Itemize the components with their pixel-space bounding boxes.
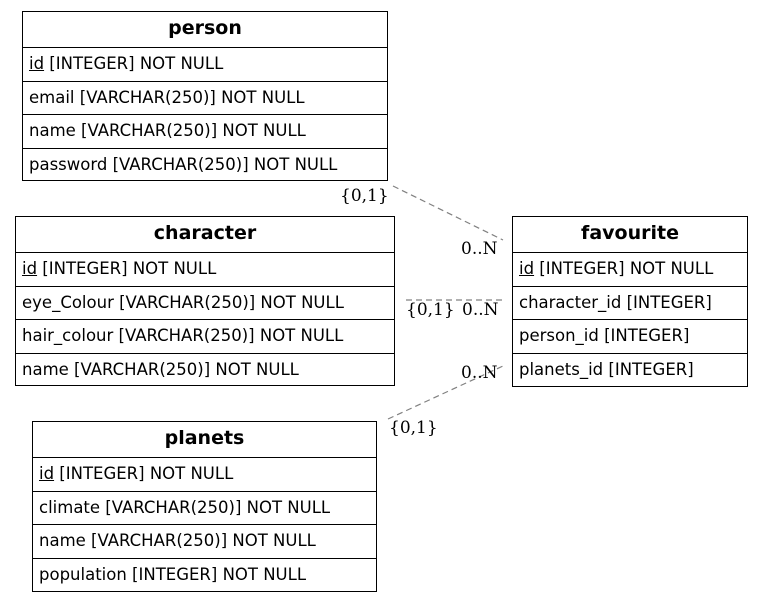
- card-person-to: 0..N: [461, 239, 498, 259]
- pk-field-name: id: [29, 54, 45, 73]
- field-type: [VARCHAR(250)] NOT NULL: [75, 121, 306, 140]
- field-name: name: [22, 359, 69, 379]
- entity-title: planets: [33, 422, 376, 458]
- field-row: hair_colour [VARCHAR(250)] NOT NULL: [16, 320, 394, 354]
- field-row: person_id [INTEGER]: [513, 320, 747, 354]
- field-name: character_id: [519, 292, 622, 312]
- field-type: [INTEGER] NOT NULL: [534, 259, 714, 278]
- entity-character[interactable]: character id [INTEGER] NOT NULL eye_Colo…: [15, 216, 395, 386]
- field-name: password: [29, 154, 108, 174]
- entity-title: character: [16, 217, 394, 253]
- field-row: id [INTEGER] NOT NULL: [33, 458, 376, 492]
- field-row: planets_id [INTEGER]: [513, 354, 747, 388]
- field-row: id [INTEGER] NOT NULL: [23, 48, 387, 82]
- card-character-from: {0,1}: [406, 300, 455, 320]
- field-row: id [INTEGER] NOT NULL: [513, 253, 747, 287]
- rel-line-person-favourite: [392, 185, 504, 241]
- field-name: hair_colour: [22, 326, 114, 345]
- entity-favourite[interactable]: favourite id [INTEGER] NOT NULL characte…: [512, 216, 748, 387]
- field-type: [VARCHAR(250)] NOT NULL: [113, 292, 344, 312]
- field-type: [VARCHAR(250)] NOT NULL: [100, 497, 331, 517]
- field-row: email [VARCHAR(250)] NOT NULL: [23, 82, 387, 115]
- field-type: [VARCHAR(250)] NOT NULL: [85, 531, 316, 550]
- field-row: climate [VARCHAR(250)] NOT NULL: [33, 492, 376, 525]
- field-type: [VARCHAR(250)] NOT NULL: [68, 359, 299, 379]
- field-type: [VARCHAR(250)] NOT NULL: [74, 87, 305, 107]
- pk-field-name: id: [22, 259, 38, 278]
- entity-title: person: [23, 12, 387, 48]
- card-planets-to: 0..N: [461, 363, 498, 383]
- entity-title: favourite: [513, 217, 747, 253]
- field-type: [INTEGER] NOT NULL: [37, 259, 217, 278]
- field-type: [INTEGER]: [621, 292, 712, 312]
- field-name: name: [29, 121, 76, 140]
- field-type: [INTEGER] NOT NULL: [54, 464, 234, 483]
- field-type: [INTEGER] NOT NULL: [44, 54, 224, 73]
- field-row: password [VARCHAR(250)] NOT NULL: [23, 149, 387, 183]
- rel-line-planets-favourite: [387, 365, 504, 420]
- field-name: climate: [39, 497, 101, 517]
- field-row: name [VARCHAR(250)] NOT NULL: [16, 354, 394, 388]
- pk-field-name: id: [39, 464, 55, 483]
- entity-person[interactable]: person id [INTEGER] NOT NULL email [VARC…: [22, 11, 388, 181]
- field-name: person_id: [519, 326, 599, 345]
- field-row: name [VARCHAR(250)] NOT NULL: [33, 525, 376, 559]
- field-row: character_id [INTEGER]: [513, 287, 747, 320]
- field-row: eye_Colour [VARCHAR(250)] NOT NULL: [16, 287, 394, 320]
- card-planets-from: {0,1}: [389, 418, 438, 438]
- field-name: name: [39, 531, 86, 550]
- field-name: population: [39, 564, 127, 584]
- field-name: email: [29, 87, 75, 107]
- field-name: eye_Colour: [22, 292, 114, 312]
- field-type: [INTEGER]: [603, 359, 694, 379]
- pk-field-name: id: [519, 259, 535, 278]
- field-type: [VARCHAR(250)] NOT NULL: [113, 326, 344, 345]
- field-row: id [INTEGER] NOT NULL: [16, 253, 394, 287]
- entity-planets[interactable]: planets id [INTEGER] NOT NULL climate [V…: [32, 421, 377, 592]
- field-type: [VARCHAR(250)] NOT NULL: [107, 154, 338, 174]
- field-type: [INTEGER]: [598, 326, 690, 345]
- field-row: name [VARCHAR(250)] NOT NULL: [23, 115, 387, 149]
- field-type: [INTEGER] NOT NULL: [126, 564, 307, 584]
- field-row: population [INTEGER] NOT NULL: [33, 559, 376, 593]
- field-name: planets_id: [519, 359, 604, 379]
- card-character-to: 0..N: [462, 300, 499, 320]
- card-person-from: {0,1}: [340, 186, 389, 206]
